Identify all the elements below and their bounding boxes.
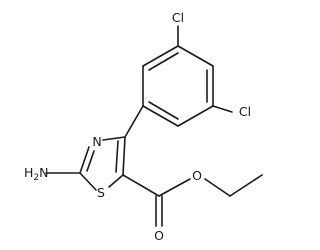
amino-hydrogen: H (24, 165, 33, 180)
chlorine-right-label: Cl (239, 104, 251, 119)
molecule-structure: Cl Cl N S H2N O O (24, 10, 263, 243)
benzene-ring (142, 45, 214, 127)
bond-ethyl-ch3 (229, 174, 263, 197)
ring-sulfur-label: S (97, 185, 105, 200)
amino-nitrogen: N (39, 165, 48, 180)
amino-group-label: H2N (24, 165, 49, 183)
bond-ring-carbonyl (122, 174, 160, 197)
bond-ethyl-ch2 (204, 178, 231, 197)
amino-subscript: 2 (33, 173, 39, 183)
bond-cl-right (212, 105, 233, 113)
ring-nitrogen-label: N (92, 134, 101, 149)
chlorine-top-label: Cl (172, 10, 184, 25)
bond-carbonyl-ester-o (158, 178, 191, 197)
bond-aryl-thiazole (124, 105, 144, 138)
thiazole-ring (79, 136, 126, 191)
ester-oxygen-label: O (192, 168, 202, 183)
carbonyl-oxygen-label: O (154, 228, 164, 243)
